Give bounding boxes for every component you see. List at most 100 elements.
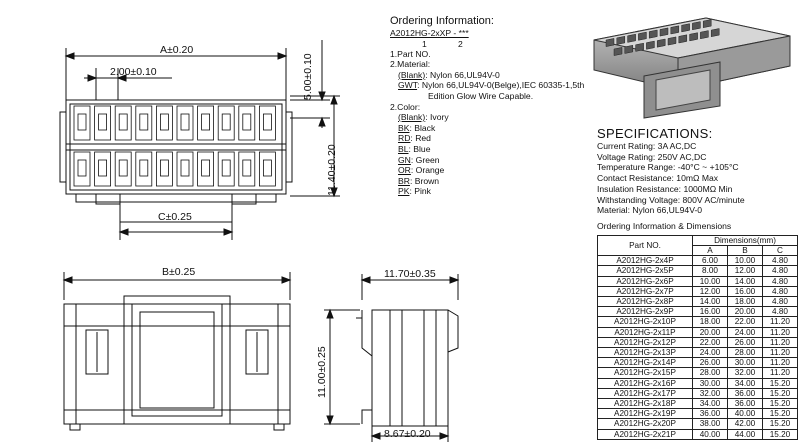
material-row: Edition Glow Wire Capable. [390,91,600,102]
cavity-contact [118,159,128,177]
render-slot [681,23,690,33]
col-dims-header: Dimensions(mm) [692,234,798,246]
dim-width-side: 11.70±0.35 [384,268,436,280]
render-slot [613,47,623,56]
col-b-header: B [727,244,763,257]
table-cell: 4.80 [762,295,798,308]
render-slot [646,40,655,50]
ordering-title: Ordering Information: [390,15,494,27]
ordering-mark-2: 2 [458,38,463,49]
render-slot [627,33,636,43]
cavity [73,151,91,187]
table-cell: 4.80 [762,306,798,318]
cavity [197,105,215,141]
table-cell: 36.00 [727,387,763,399]
render-slot [656,38,666,48]
dim-height-top: 5.00±0.10 [302,53,314,100]
color-desc: : Blue [408,143,431,154]
front-view-drawing [62,272,292,431]
render-slot [678,34,688,44]
table-cell: 12.00 [692,285,728,297]
color-desc: : Black [409,122,436,133]
color-desc: : Ivory [425,112,449,123]
cavity-contact [98,159,107,177]
spec-line: Temperature Range: -40°C ~ +105°C [597,162,739,173]
cavity [94,151,111,187]
cavity [238,151,256,187]
render-slot [670,25,680,35]
color-desc: : Pink [409,186,431,197]
table-cell: 44.00 [727,428,763,440]
table-cell: 10.00 [727,255,763,267]
render-slot [702,19,712,29]
dim-height-mid: 11.40±0.20 [326,144,338,196]
render-slot [605,38,615,47]
cavity-contact [139,159,149,177]
color-desc: : Orange [410,165,445,176]
spec-line: Material: Nylon 66,UL94V-0 [597,205,703,216]
color-code: BR [398,175,410,186]
color-code: PK [398,186,410,197]
material-desc: : Nylon 66,UL94V-0 [425,69,500,80]
cavity [73,105,91,141]
cavity-contact [159,113,169,131]
cavity [238,105,256,141]
table-cell: A2012HG-2x13P [597,346,693,359]
render-slot [689,32,698,42]
cavity-contact [221,159,231,177]
material-row: GWT: Nylon 66,UL94V-0(Belge),IEC 60335-1… [390,80,600,91]
dim-a: A±0.20 [160,44,194,56]
dim-c: C±0.25 [158,211,192,223]
cavity [94,105,111,141]
render-slot [700,30,709,40]
table-cell: 4.80 [762,275,798,287]
render-slot [648,29,658,39]
cavity [258,105,276,141]
material-heading: 2.Material: [390,59,431,70]
table-cell: 38.00 [692,418,728,430]
table-cell: 11.20 [762,357,798,369]
cavity-contact [201,159,211,177]
spec-line: Withstanding Voltage: 800V AC/minute [597,194,745,205]
cavity-contact [159,159,169,177]
table-cell: 14.00 [727,275,763,287]
table-cell: 15.20 [762,387,798,399]
connector-render [593,17,791,119]
table-cell: 11.20 [762,367,798,379]
table-cell: A2012HG-2x9P [597,306,693,318]
table-cell: A2012HG-2x4P [597,255,693,267]
color-desc: : Red [410,133,431,144]
cavity [197,151,215,187]
cavity [217,105,235,141]
table-cell: 22.00 [692,336,728,348]
dim-pitch: 2.00±0.10 [110,66,157,78]
color-row: GN: Green [398,155,600,166]
table-title: Ordering Information & Dimensions [597,221,732,231]
cavity-contact [262,159,272,177]
color-row: (Blank): Ivory [398,112,600,123]
table-cell: 11.20 [762,326,798,338]
render-slot [638,31,647,41]
table-cell: 4.80 [762,255,798,267]
color-code: (Blank) [398,112,426,123]
table-cell: 34.00 [727,377,763,389]
cavity [176,151,194,187]
color-code: OR [398,165,411,176]
specs-title: SPECIFICATIONS: [597,126,713,141]
material-row: (Blank): Nylon 66,UL94V-0 [390,70,600,81]
color-heading: 2.Color: [390,101,421,112]
cavity [114,105,132,141]
table-cell: 16.00 [727,285,763,297]
spec-line: Insulation Resistance: 1000MΩ Min [597,183,733,194]
table-cell: 42.00 [727,418,763,430]
table-cell: A2012HG-2x5P [597,265,693,277]
dim-depth-bottom: 8.67±0.20 [384,428,431,440]
color-code: GN [398,154,411,165]
cavity [258,151,276,187]
